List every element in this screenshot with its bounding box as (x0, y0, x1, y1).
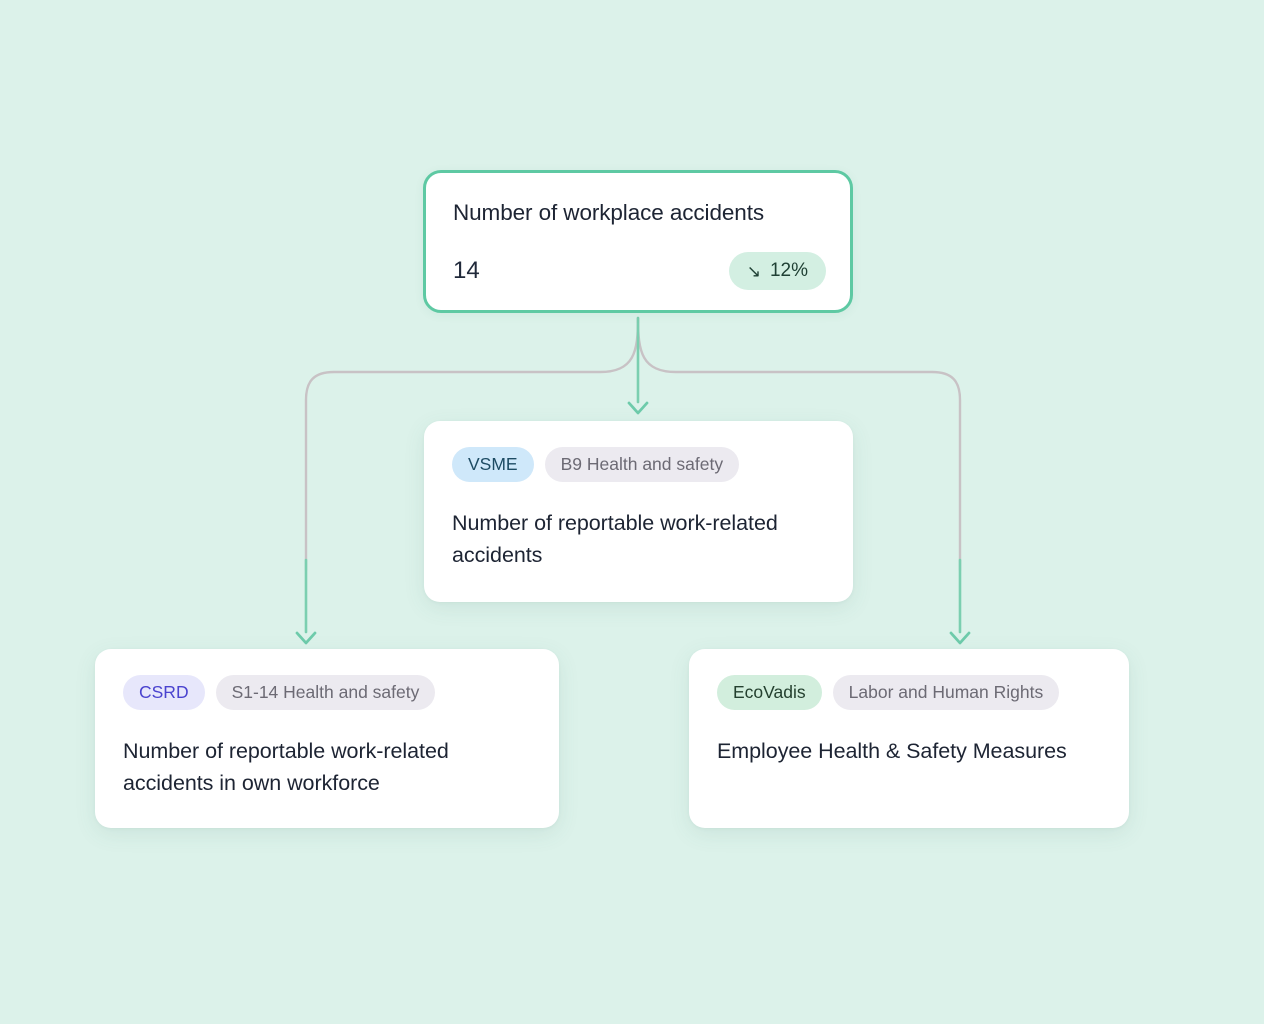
framework-badge-csrd[interactable]: CSRD (123, 675, 205, 710)
topic-badge-ecovadis[interactable]: Labor and Human Rights (832, 675, 1060, 710)
metric-title: Number of workplace accidents (453, 200, 764, 225)
framework-badge-vsme[interactable]: VSME (452, 447, 534, 482)
mapped-card-description: Number of reportable work-related accide… (123, 739, 449, 795)
topic-badge-csrd[interactable]: S1-14 Health and safety (215, 675, 436, 710)
arrow-down-right-icon: ↘ (746, 261, 761, 281)
tag-row: CSRD S1-14 Health and safety (123, 675, 436, 710)
mapped-card-ecovadis[interactable]: EcoVadis Labor and Human Rights Employee… (689, 649, 1129, 828)
arrowhead-right (949, 631, 971, 645)
metric-value: 14 (453, 257, 480, 284)
tag-row: VSME B9 Health and safety (452, 447, 740, 482)
topic-badge-vsme[interactable]: B9 Health and safety (544, 447, 740, 482)
mapped-card-vsme[interactable]: VSME B9 Health and safety Number of repo… (424, 421, 853, 602)
metric-value-row: 14 ↘ 12% (453, 252, 826, 290)
workplace-accidents-metric-card[interactable]: Number of workplace accidents 14 ↘ 12% (423, 170, 853, 313)
framework-badge-ecovadis[interactable]: EcoVadis (717, 675, 822, 710)
metric-delta-value: 12% (769, 260, 808, 281)
mapped-card-description: Number of reportable work-related accide… (452, 511, 778, 567)
arrowhead-left (295, 631, 317, 645)
metric-delta-badge: ↘ 12% (728, 252, 826, 290)
mapped-card-csrd[interactable]: CSRD S1-14 Health and safety Number of r… (95, 649, 559, 828)
arrowhead-center (627, 401, 649, 415)
mapped-card-description: Employee Health & Safety Measures (717, 739, 1067, 763)
tag-row: EcoVadis Labor and Human Rights (717, 675, 1060, 710)
